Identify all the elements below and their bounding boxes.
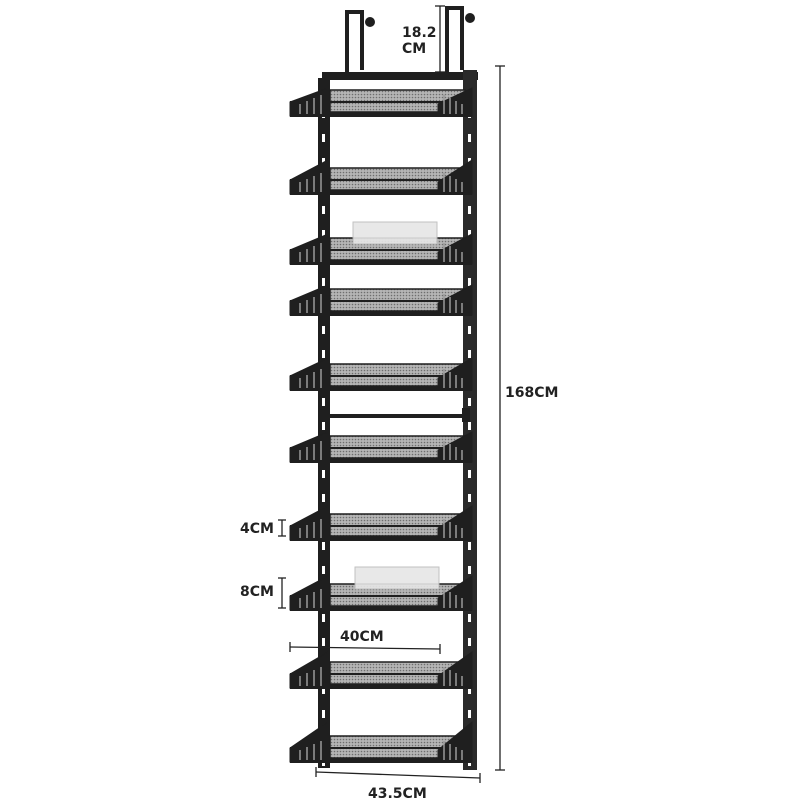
support-bar <box>320 408 470 422</box>
top-bar <box>322 72 478 80</box>
shelf-basket <box>289 357 473 391</box>
shelf-basket <box>289 87 473 117</box>
hook-height-unit: CM <box>402 41 427 57</box>
hook-height-label: 18.2 CM <box>402 25 442 57</box>
shelf-basket <box>289 284 473 316</box>
dimension-lines <box>278 5 505 783</box>
basket-width-label: 40CM <box>340 629 384 645</box>
shelf-basket <box>289 651 473 689</box>
total-width-label: 43.5CM <box>368 786 427 802</box>
shelf-basket <box>289 159 473 195</box>
total-height-label: 168CM <box>505 385 559 401</box>
basket-gap-label: 4CM <box>240 521 274 537</box>
shelf-basket <box>289 505 473 541</box>
basket-depth-label: 8CM <box>240 584 274 600</box>
hook-height-value: 18.2 <box>402 25 437 41</box>
door-hooks <box>345 6 475 78</box>
label-divider <box>352 221 438 245</box>
shelf-basket <box>289 431 473 463</box>
shelves <box>289 87 473 763</box>
shelf-basket <box>289 720 473 763</box>
label-divider <box>354 566 440 590</box>
